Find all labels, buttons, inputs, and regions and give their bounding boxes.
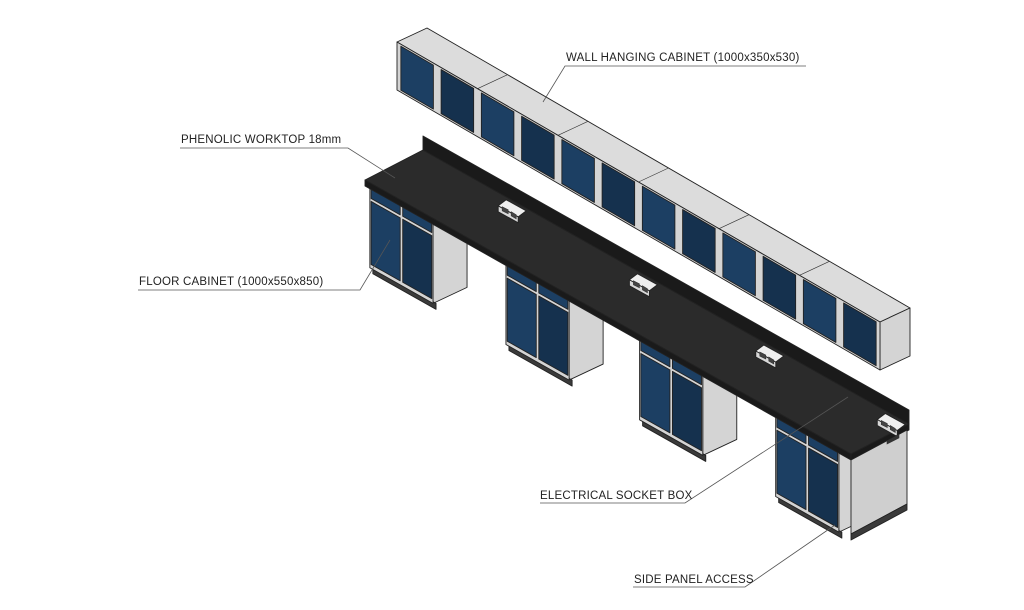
- wall-cabinet-label: WALL HANGING CABINET (1000x350x530): [566, 52, 799, 64]
- worktop-upstand: [422, 135, 910, 425]
- worktop-label: PHENOLIC WORKTOP 18mm: [181, 134, 341, 146]
- socket-outlet: [759, 351, 767, 360]
- wall-cabinet-door: [521, 115, 555, 180]
- socket-outlet: [768, 356, 775, 365]
- wall-cabinet-module-divider: [477, 74, 508, 89]
- side-panel: [850, 429, 908, 541]
- worktop-front-edge: [364, 179, 852, 461]
- socket-outlet: [510, 211, 517, 220]
- wall-cabinet-door: [802, 279, 837, 343]
- floor-cabinet-door: [776, 429, 807, 511]
- wall-cabinet-module-divider: [638, 167, 669, 183]
- side-panel-label: SIDE PANEL ACCESS: [634, 574, 754, 586]
- socket-outlet: [633, 280, 640, 289]
- leader-lines: [138, 65, 849, 588]
- side-panel-plinth: [850, 503, 908, 541]
- wall-cabinet-door: [480, 92, 515, 157]
- wall-cabinet-leader: [542, 65, 806, 103]
- wall-hanging-cabinet-row: [396, 27, 911, 371]
- electrical-socket-boxes: [497, 199, 906, 437]
- phenolic-worktop: [364, 135, 910, 461]
- floor-cabinet-door: [370, 201, 401, 282]
- socket-outlet: [501, 206, 509, 215]
- floor-cabinet-door: [640, 353, 671, 434]
- wall-cabinet-door: [440, 69, 475, 133]
- floor-cabinet-door: [671, 370, 702, 452]
- worktop-leader: [180, 147, 396, 179]
- wall-cabinet-door: [682, 209, 716, 273]
- wall-cabinet-door: [641, 185, 676, 250]
- wall-cabinet-module-divider: [718, 214, 750, 229]
- floor-cabinet-door: [402, 218, 433, 300]
- wall-cabinet-module-divider: [799, 261, 830, 276]
- socket-outlet: [642, 285, 648, 294]
- side-panel-leader: [633, 524, 836, 588]
- socket-box-leader: [540, 396, 849, 504]
- wall-cabinet-door: [722, 232, 756, 297]
- wall-cabinet-module-divider: [557, 121, 589, 136]
- floor-cabinet-leader: [138, 239, 391, 291]
- wall-cabinet-door: [843, 302, 877, 367]
- floor-cabinet-door: [538, 295, 569, 376]
- wall-cabinet-door: [762, 255, 797, 320]
- socket-box-label: ELECTRICAL SOCKET BOX: [540, 490, 693, 502]
- socket-outlet: [880, 420, 888, 429]
- floor-cabinet-label: FLOOR CABINET (1000x550x850): [139, 276, 323, 288]
- wall-cabinet-door: [400, 45, 434, 110]
- socket-outlet: [889, 424, 896, 434]
- side-panel-vent: [886, 434, 900, 445]
- wall-cabinet-door: [601, 162, 636, 227]
- wall-cabinet-door: [561, 139, 595, 203]
- floor-cabinet-door: [808, 447, 839, 528]
- floor-cabinet-door: [506, 277, 537, 359]
